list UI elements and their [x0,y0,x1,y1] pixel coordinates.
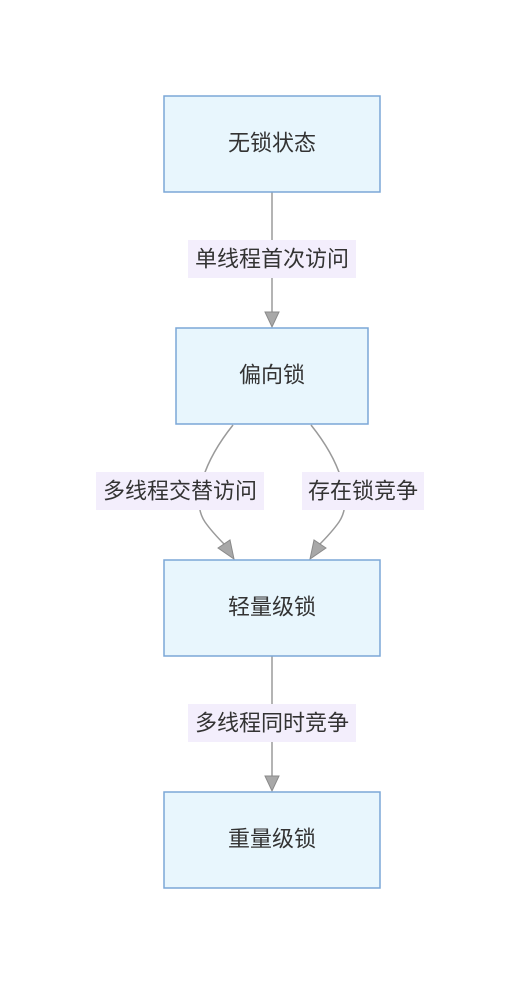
node-biased-lock: 偏向锁 [175,327,369,425]
edge-biased-to-light-contention [309,424,346,561]
edge-biased-to-light-contention-arrow [309,539,327,561]
edge-biased-to-light-alternate [198,424,235,561]
node-lightweight-lock-label: 轻量级锁 [228,596,316,621]
edge-label-light-to-heavy-text: 多线程同时竞争 [195,712,349,737]
edge-biased-to-light-alternate-arrow [217,539,235,561]
edge-label-biased-to-light-contention-text: 存在锁竞争 [308,480,418,505]
node-lock-free-label: 无锁状态 [228,132,316,157]
edge-label-biased-to-light-alternate-text: 多线程交替访问 [103,480,257,505]
edge-free-to-biased-arrow [264,311,280,329]
edge-label-biased-to-light-alternate: 多线程交替访问 [96,472,264,510]
edge-label-free-to-biased-text: 单线程首次访问 [195,248,349,273]
node-biased-lock-label: 偏向锁 [239,364,305,389]
edge-light-to-heavy-arrow [264,775,280,793]
node-lock-free: 无锁状态 [163,95,381,193]
edge-label-light-to-heavy: 多线程同时竞争 [188,704,356,742]
node-heavyweight-lock-label: 重量级锁 [228,828,316,853]
node-heavyweight-lock: 重量级锁 [163,791,381,889]
edge-label-free-to-biased: 单线程首次访问 [188,240,356,278]
edge-label-biased-to-light-contention: 存在锁竞争 [302,472,424,510]
node-lightweight-lock: 轻量级锁 [163,559,381,657]
